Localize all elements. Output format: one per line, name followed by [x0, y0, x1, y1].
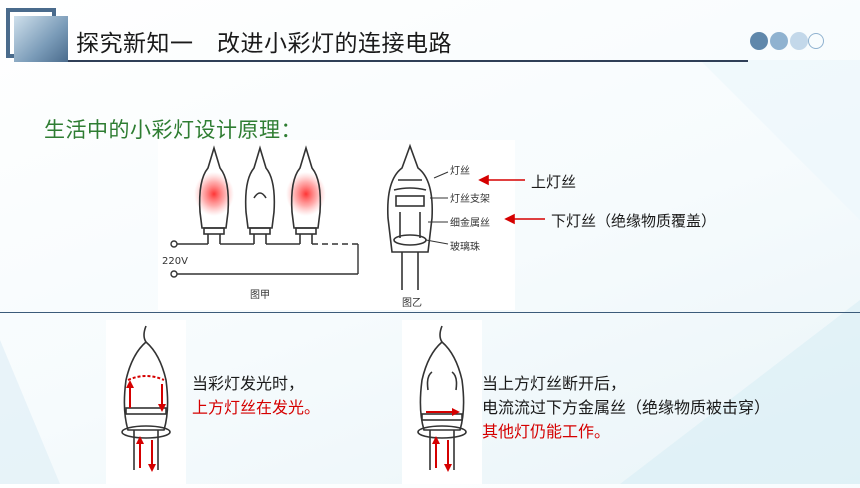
description-broken-line2: 电流流过下方金属丝（绝缘物质被击穿）	[482, 398, 771, 417]
figure-bulb-circuit: 220V 图甲 灯丝 灯丝支架 细金属丝 玻璃珠 图乙	[158, 140, 515, 310]
annotation-upper-filament: 上灯丝	[531, 173, 577, 191]
description-lit-line1: 当彩灯发光时，	[192, 374, 305, 393]
caption-figure-b: 图乙	[402, 297, 422, 309]
description-broken-line3: 其他灯仍能工作。	[482, 422, 611, 441]
header-divider	[68, 60, 748, 62]
bulb-1	[198, 145, 230, 244]
page-title: 探究新知一 改进小彩灯的连接电路	[76, 31, 452, 57]
part-label: 灯丝支架	[450, 193, 490, 205]
dot-icon	[750, 32, 768, 50]
bulb-broken-drawing	[417, 325, 467, 472]
description-lit: 当彩灯发光时， 上方灯丝在发光。	[192, 372, 320, 420]
dot-outline-icon	[808, 33, 824, 49]
caption-figure-a: 图甲	[250, 289, 270, 301]
bulb-2	[244, 145, 276, 244]
bulb-structure	[386, 143, 449, 290]
annotation-lower-filament: 下灯丝（绝缘物质覆盖）	[551, 212, 717, 230]
section-subtitle: 生活中的小彩灯设计原理：	[44, 118, 302, 142]
description-lit-line2: 上方灯丝在发光。	[192, 398, 321, 417]
logo-square	[14, 16, 68, 62]
part-label: 灯丝	[450, 165, 470, 177]
header: 探究新知一 改进小彩灯的连接电路	[0, 0, 860, 68]
voltage-label: 220V	[162, 256, 188, 267]
bulb-glow	[286, 172, 326, 216]
description-broken-line1: 当上方灯丝断开后，	[482, 374, 627, 393]
dot-icon	[790, 32, 808, 50]
part-label: 细金属丝	[450, 216, 490, 229]
bulb-circuit-drawing: 220V 图甲 灯丝 灯丝支架 细金属丝 玻璃珠 图乙	[162, 143, 490, 309]
figure-bulb-lit	[106, 320, 186, 484]
section-divider	[0, 312, 860, 313]
part-label: 玻璃珠	[450, 240, 480, 253]
bulb-lit-drawing	[121, 325, 171, 472]
description-broken: 当上方灯丝断开后， 电流流过下方金属丝（绝缘物质被击穿） 其他灯仍能工作。	[482, 372, 770, 444]
bulb-glow	[194, 172, 234, 216]
decorative-dots	[750, 30, 825, 52]
circuit-wire	[170, 240, 359, 278]
dot-icon	[770, 32, 788, 50]
figure-bulb-broken	[402, 320, 482, 484]
bulb-3	[290, 145, 322, 244]
